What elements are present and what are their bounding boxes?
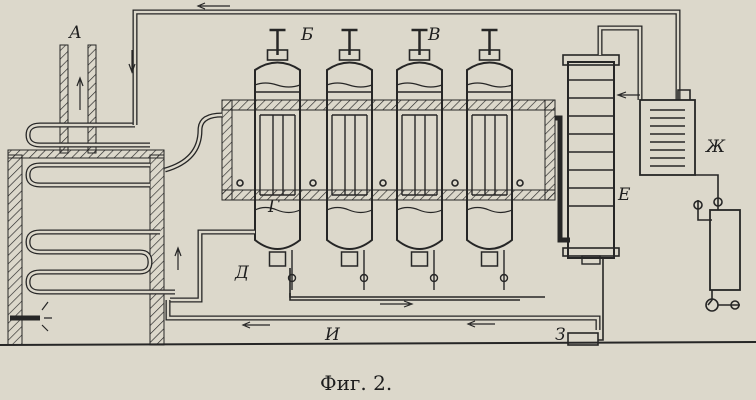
label-i: И [324,325,341,345]
reactor-column [254,28,301,290]
label-b: Б [300,25,314,45]
ground-line [0,341,756,346]
heating-chamber [164,99,556,201]
label-a: А [68,23,82,43]
furnace [7,44,175,346]
cooler-zh [639,89,696,176]
label-e: Е [617,185,631,205]
figure-caption: Фиг. 2. [320,371,392,395]
reactor-column [396,28,443,290]
reactor-column [326,28,373,290]
label-d: Д [234,263,250,283]
reactor-column [466,28,513,290]
reactor-columns [254,28,513,290]
condenser-column-e [555,25,643,265]
label-zh: Ж [705,137,726,157]
label-v: В [427,25,441,45]
label-g: Г [267,197,280,217]
receiver-vessel [693,174,741,312]
label-z: З [555,325,566,345]
